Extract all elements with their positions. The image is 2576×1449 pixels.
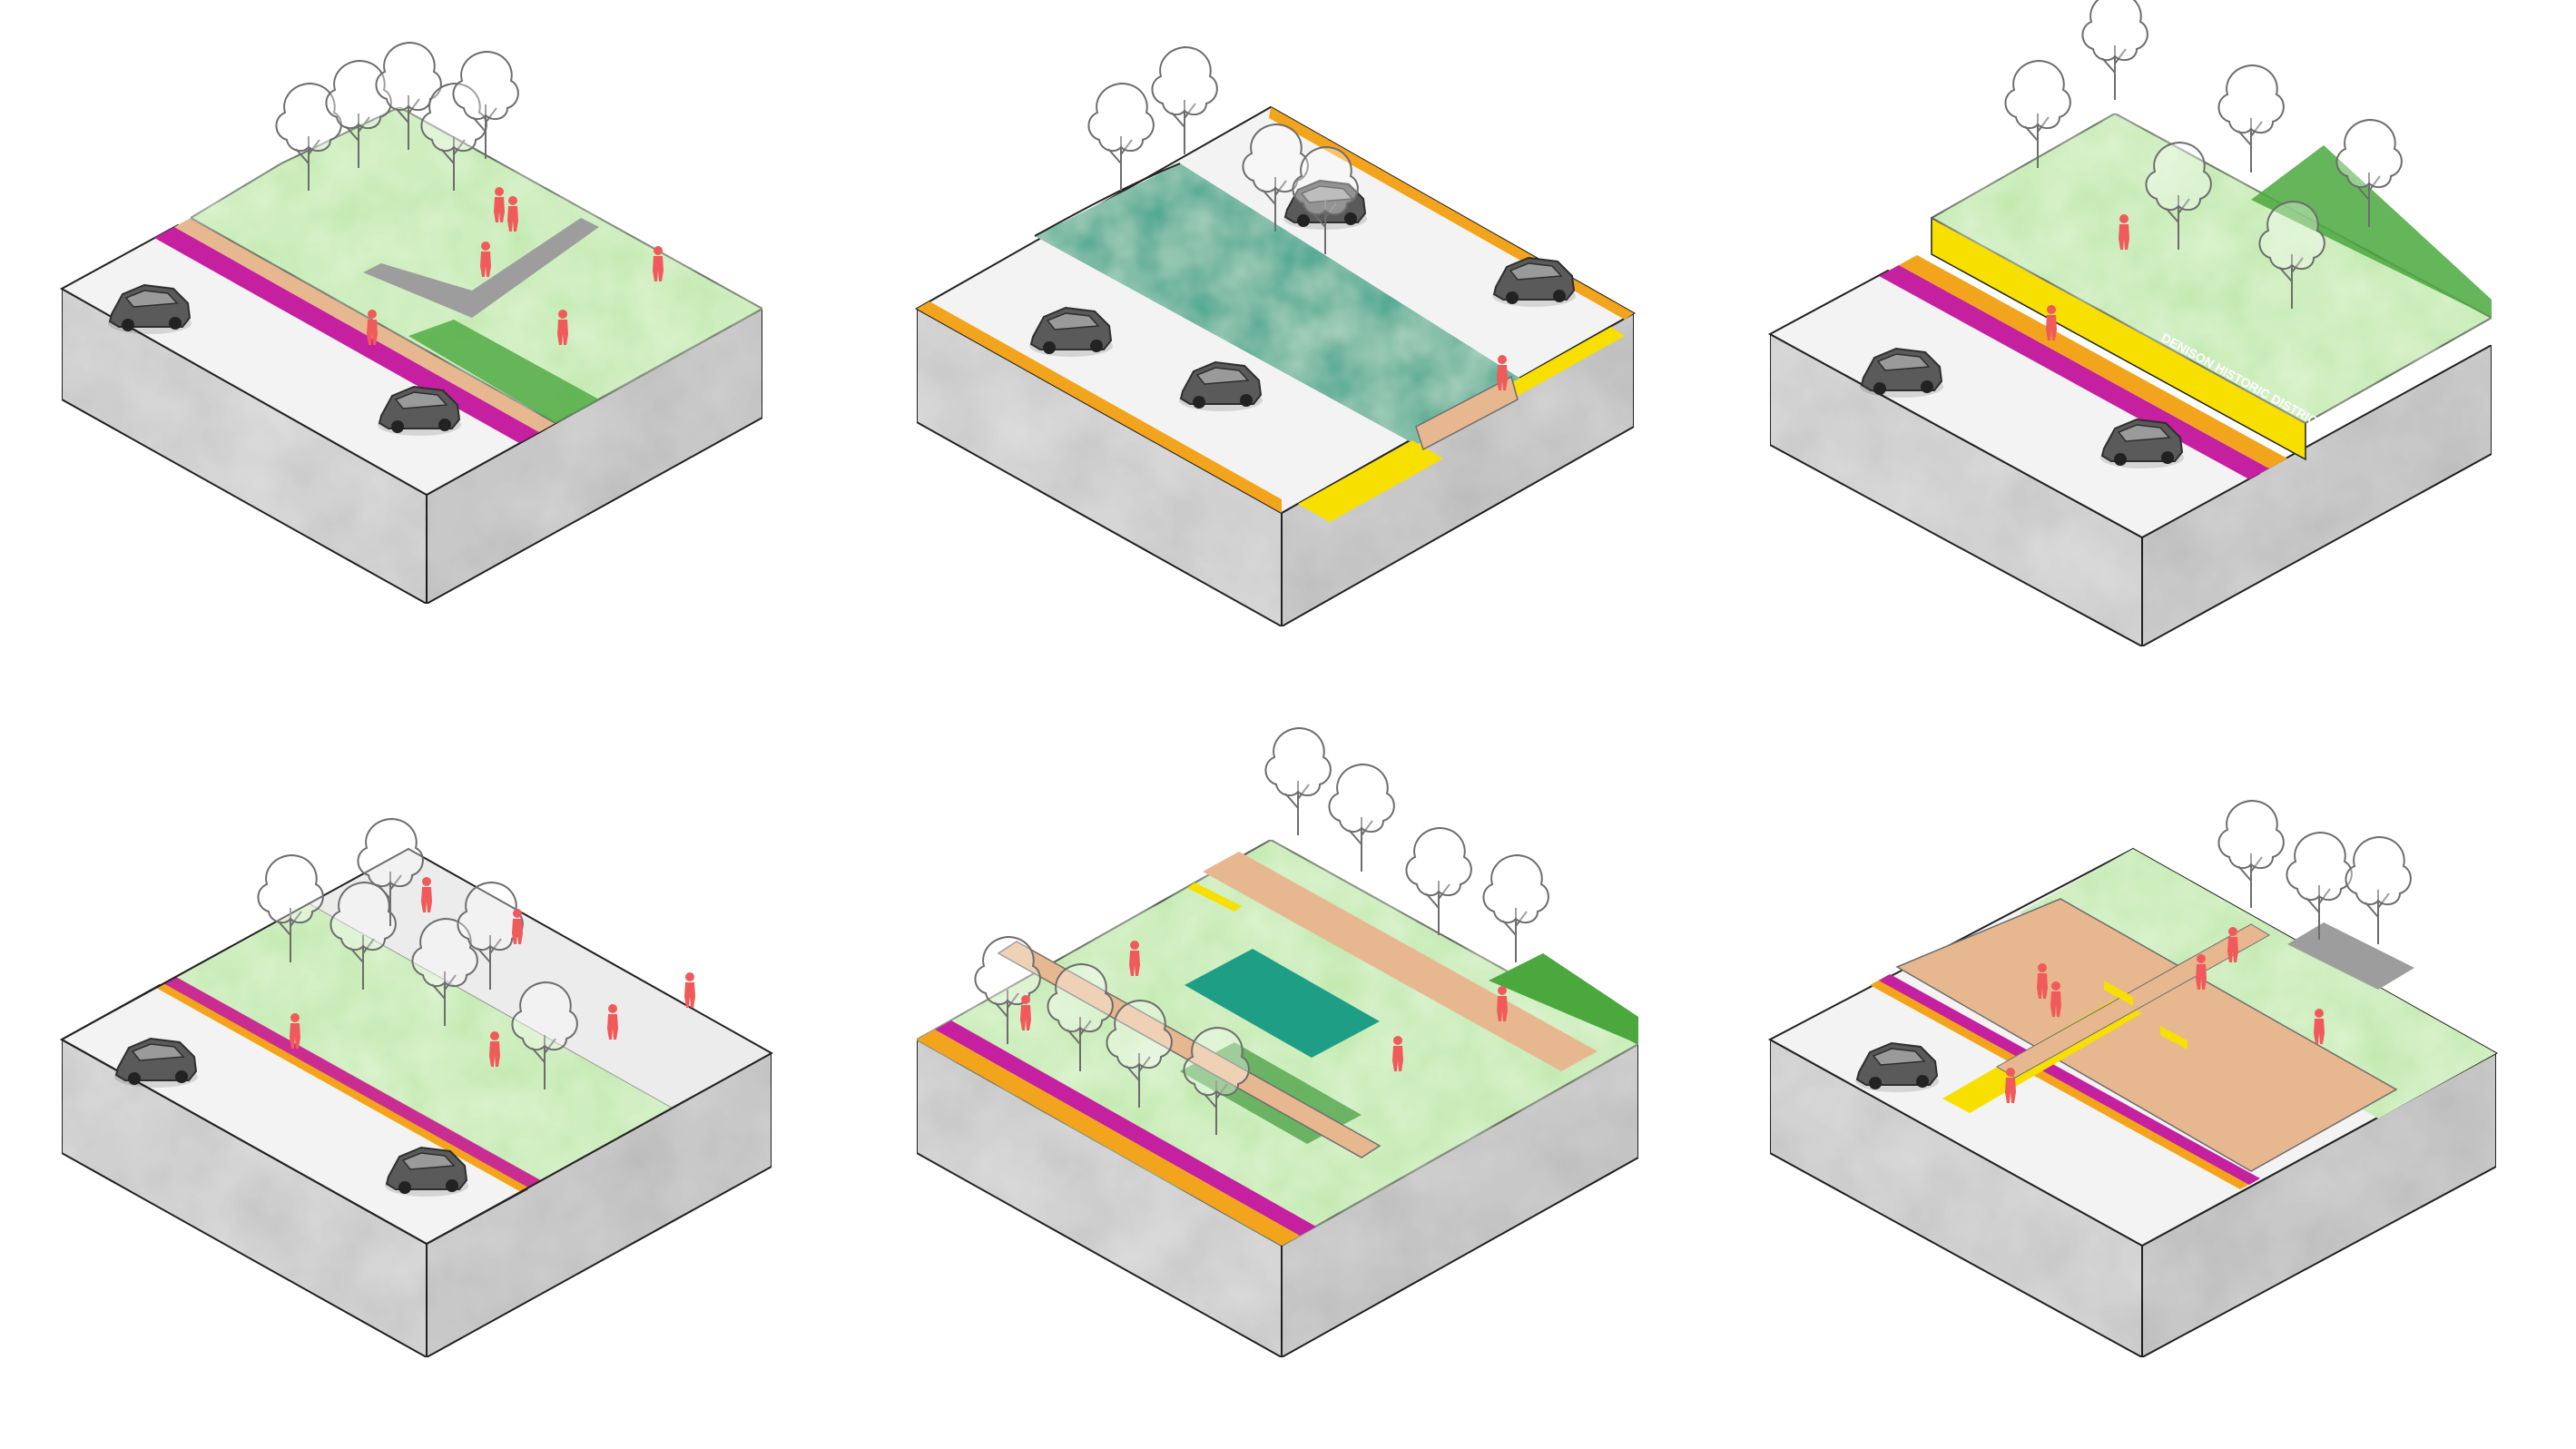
diagram-park-with-pool xyxy=(914,727,1641,1359)
person-icon xyxy=(684,972,695,1008)
tree-icon xyxy=(1151,46,1218,155)
tree-icon xyxy=(2081,0,2148,101)
diagram-canal-road-crossing xyxy=(914,46,1637,628)
tree-icon xyxy=(1087,83,1155,192)
diagram-historic-district-wall: DENISON HISTORIC DISTRICT xyxy=(1767,0,2494,648)
tree-icon xyxy=(1405,827,1472,936)
tree-icon xyxy=(2217,800,2285,909)
diagram-riverside-park-slope xyxy=(59,42,765,606)
tree-icon xyxy=(2286,832,2353,941)
diagram-plaza-green-strip xyxy=(59,818,774,1359)
tree-icon xyxy=(2345,836,2412,945)
tree-icon xyxy=(1328,764,1395,872)
tree-icon xyxy=(1482,854,1549,963)
tree-icon xyxy=(2217,64,2285,173)
tree-icon xyxy=(1264,727,1332,836)
diagram-deck-crossing-plaza xyxy=(1767,800,2499,1359)
